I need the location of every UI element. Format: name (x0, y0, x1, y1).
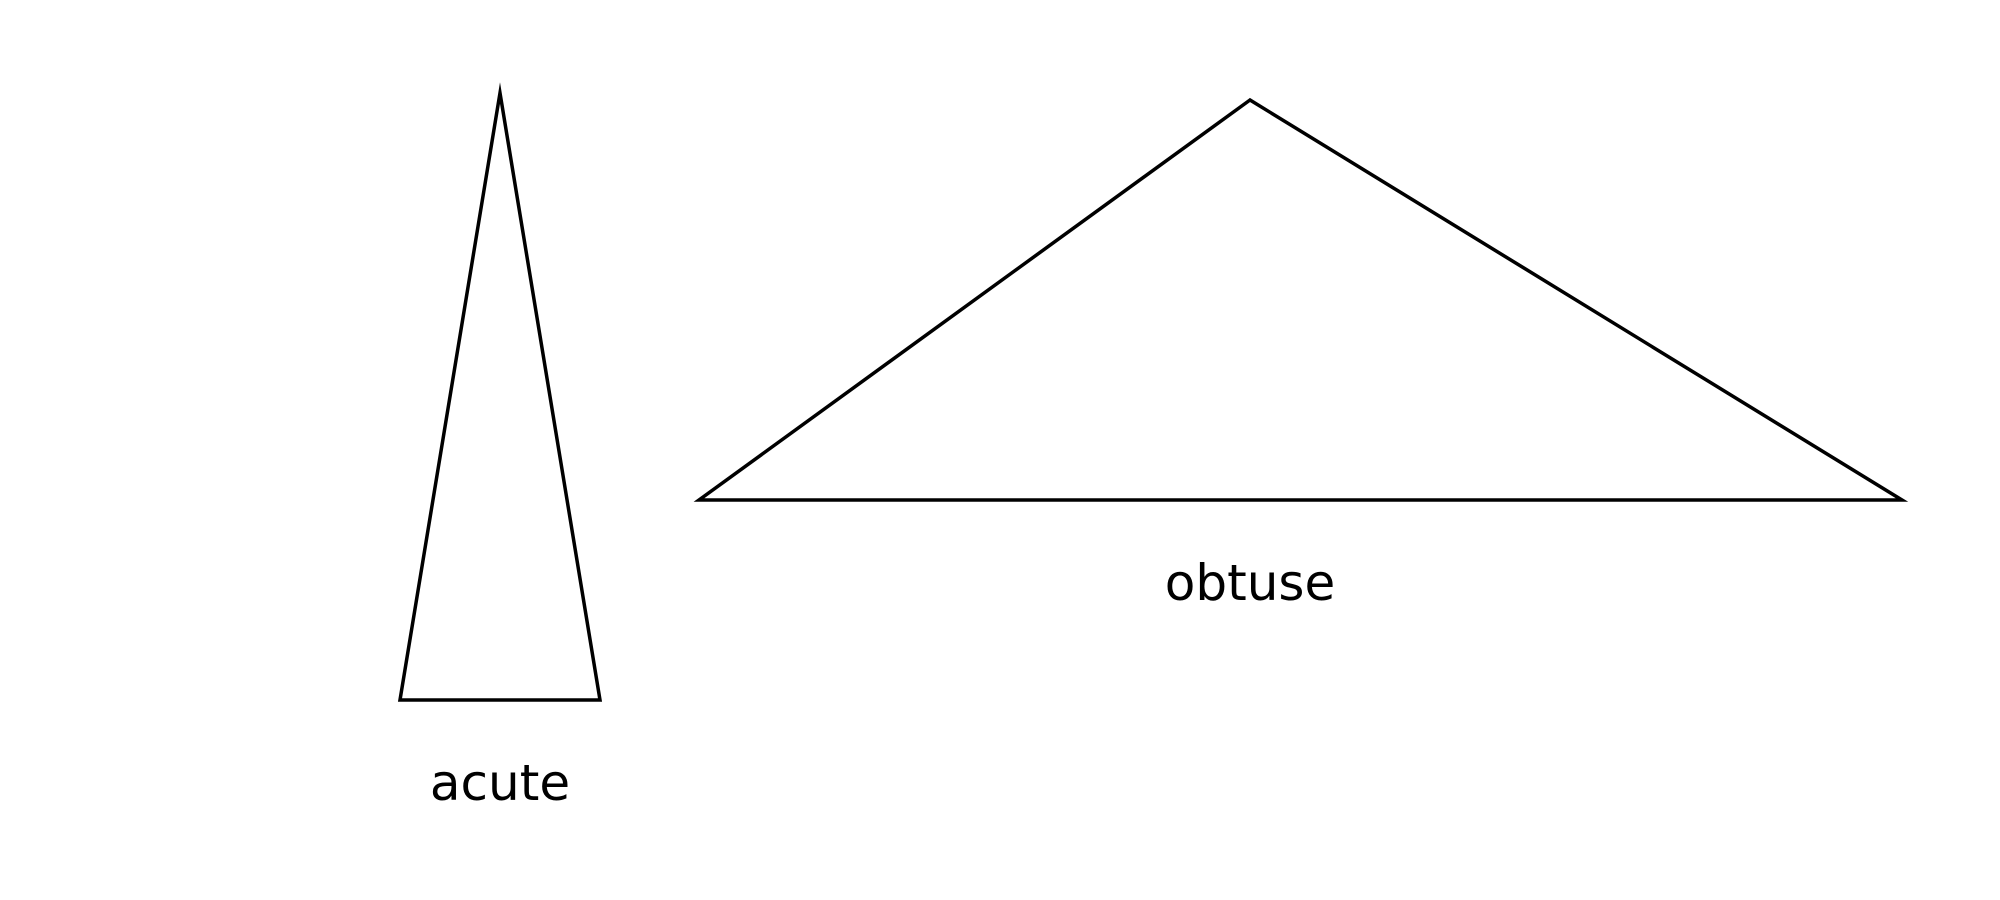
obtuse-triangle (693, 97, 1909, 502)
acute-triangle (397, 82, 603, 702)
acute-triangle-group: acute (397, 82, 603, 812)
acute-label: acute (430, 754, 570, 812)
obtuse-label: obtuse (1165, 554, 1335, 612)
obtuse-triangle-group: obtuse (693, 97, 1909, 612)
